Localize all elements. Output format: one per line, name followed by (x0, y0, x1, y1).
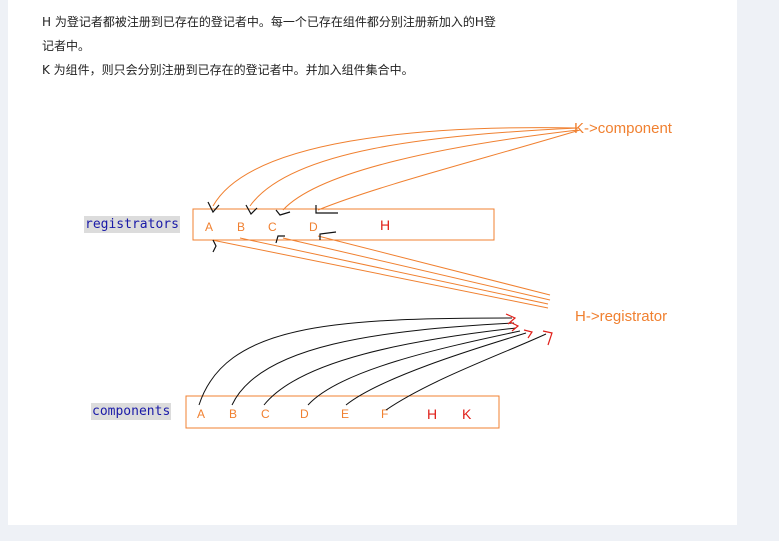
arrowhead-d-bottom (319, 231, 337, 240)
arrowhead-c-bottom (275, 235, 285, 244)
h-line-from-b (239, 237, 549, 305)
registrator-item-c: C (268, 220, 277, 234)
components-box (185, 395, 500, 429)
arrowhead-d-top (315, 205, 338, 214)
components-to-h-arrows (198, 317, 547, 411)
c-arrow-from-e (345, 332, 527, 406)
components-label: components (91, 403, 172, 420)
component-new-k: K (462, 406, 472, 422)
component-item-e: E (341, 407, 349, 421)
c-arrow-from-c (263, 327, 517, 406)
registrators-box (192, 208, 495, 241)
arrowhead-c-top (275, 209, 291, 216)
h-to-registrator-label: H->registrator (575, 308, 667, 325)
c-arrow-from-d (307, 330, 521, 406)
component-item-f: F (381, 407, 388, 421)
component-item-c: C (261, 407, 270, 421)
component-item-a: A (197, 407, 205, 421)
arrowhead-a-bottom (212, 239, 217, 253)
description-line-3: K 为组件，则只会分别注册到已存在的登记者中。并加入组件集合中。 (42, 63, 414, 77)
registrator-item-d: D (309, 220, 318, 234)
component-item-d: D (300, 407, 309, 421)
red-arrowhead-4 (542, 330, 553, 346)
h-registrator-arrowheads (505, 313, 553, 346)
arrowhead-b-top (245, 204, 258, 215)
k-to-component-label: K->component (574, 120, 673, 137)
k-arrow-to-b (249, 127, 579, 207)
document-sheet (8, 0, 737, 525)
c-arrow-from-a (198, 317, 513, 406)
h-line-from-a (211, 239, 549, 309)
k-arrow-to-c (282, 129, 579, 211)
k-to-registrators-arrows (212, 127, 581, 211)
arrowhead-a-top (207, 201, 220, 214)
c-arrow-from-b (231, 322, 515, 406)
red-arrowhead-3 (523, 329, 533, 339)
component-new-h: H (427, 406, 437, 422)
k-arrow-to-a (212, 127, 579, 207)
h-line-from-d (317, 235, 551, 296)
h-line-from-c (282, 237, 551, 301)
component-item-b: B (229, 407, 237, 421)
registrator-item-a: A (205, 220, 213, 234)
red-arrowhead-2 (509, 321, 520, 332)
registrator-new-h: H (380, 217, 390, 233)
c-arrow-from-f (385, 333, 547, 411)
description-line-1: H 为登记者都被注册到已存在的登记者中。每一个已存在组件都分别注册新加入的H登 (42, 15, 496, 29)
registrator-item-b: B (237, 220, 245, 234)
registrators-label: registrators (84, 216, 180, 233)
k-arrow-to-d (317, 129, 581, 211)
registrator-arrowheads (207, 201, 338, 253)
h-from-registrators-lines (211, 235, 551, 309)
description-line-2: 记者中。 (42, 39, 91, 53)
